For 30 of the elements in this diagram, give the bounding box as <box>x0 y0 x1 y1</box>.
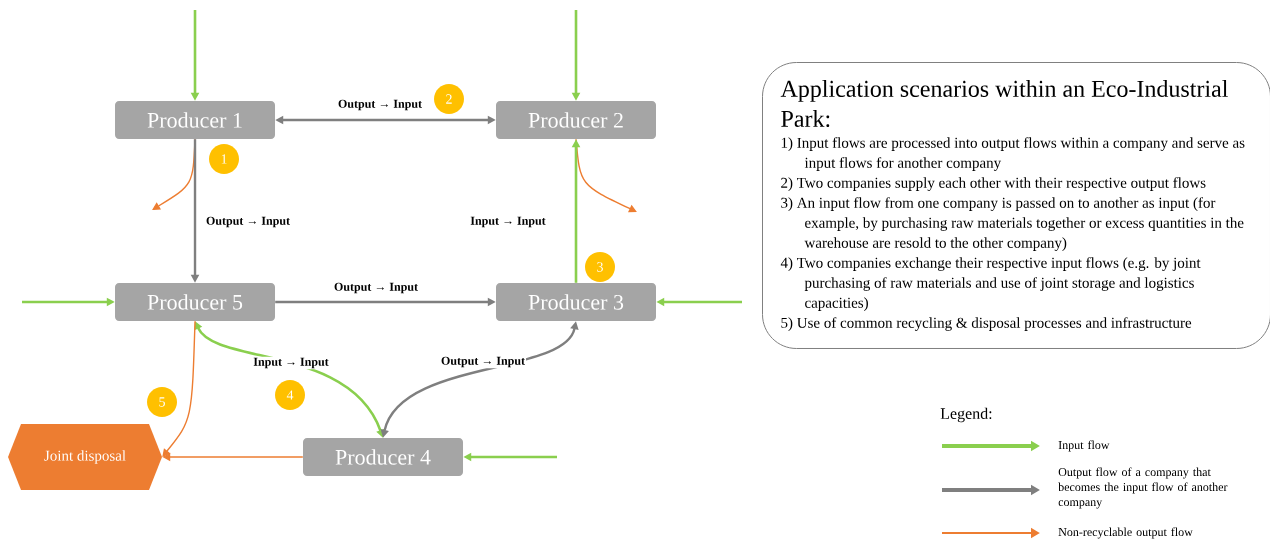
scenario-item: 4) Two companies exchange their respective input flows (e.g. by joint purchasing of raw materials and use of joint storage and logistics capacities) <box>780 257 1201 311</box>
number-badge: 1 <box>209 144 239 174</box>
producer-box: Producer 4 <box>303 438 463 476</box>
scenario-item: 2) Two companies supply each other with their respective output flows <box>781 177 1206 191</box>
legend-label: Non-recyclable output flow <box>1058 527 1193 539</box>
scenario-item: 1) Input flows are processed into output flows within a company and serve as input flows for another company <box>781 137 1245 171</box>
flow-arrow <box>575 138 637 213</box>
number-badge: 2 <box>434 84 464 114</box>
rounded-panel <box>762 62 1270 349</box>
panel-heading: Application scenarios within an Eco-Industrial Park: <box>780 80 1228 128</box>
scenario-item: 5) Use of common recycling & disposal processes and infrastructure <box>781 317 1192 331</box>
edge-label: Input → Input <box>469 215 547 229</box>
legend-heading: Legend: <box>940 407 992 423</box>
producer-box: Producer 1 <box>115 101 275 139</box>
number-badge: 3 <box>585 252 615 282</box>
legend-label: Output flow of a company that becomes the input flow of another company <box>1058 467 1228 509</box>
edge-label: Output → Input <box>337 98 424 112</box>
number-badge: 4 <box>275 380 305 410</box>
edge-label: Output → Input <box>205 215 292 229</box>
producer-box: Producer 3 <box>496 283 656 321</box>
legend-label: Input flow <box>1058 440 1110 452</box>
disposal-hexagon: Joint disposal <box>8 424 162 490</box>
flow-arrow <box>162 320 196 457</box>
edge-label: Input → Input <box>252 356 330 370</box>
scenario-item: 3) An input flow from one company is passed on to another as input (for example, by purchasing raw materials together or excess quantities in the warehouse are resold to the other company) <box>781 197 1244 251</box>
edge-label: Output → Input <box>333 281 420 295</box>
number-badge: 5 <box>147 387 177 417</box>
producer-box: Producer 5 <box>115 283 275 321</box>
edge-label: Output → Input <box>440 355 526 369</box>
producer-box: Producer 2 <box>496 101 656 139</box>
